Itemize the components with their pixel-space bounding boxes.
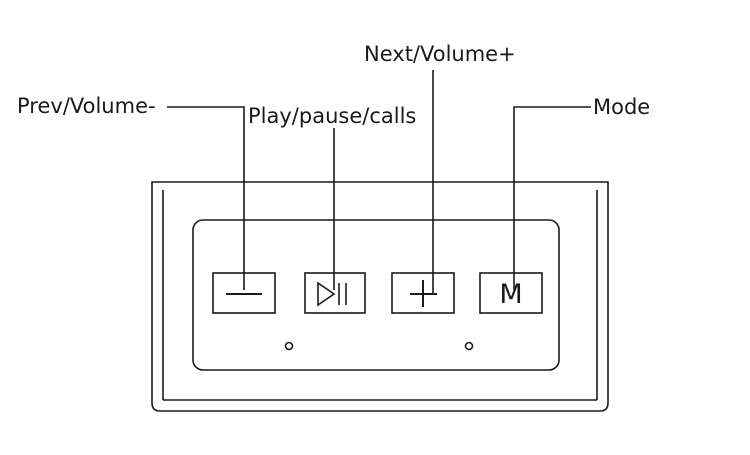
play-pause-label: Play/pause/calls [248,104,417,128]
play-pause-button[interactable] [304,272,366,314]
leader-line-mode [513,106,591,290]
mode-icon: M [499,279,522,310]
prev-volume-label: Prev/Volume- [17,94,156,118]
leader-line-prev [167,106,245,290]
plus-icon [410,280,437,307]
indicator-led-left [284,341,294,351]
play-pause-icon [317,281,347,307]
next-volume-button[interactable] [391,272,455,314]
indicator-led-right [464,341,474,351]
mode-button[interactable] [479,272,543,314]
speaker-body [151,181,609,412]
mode-label: Mode [593,95,651,119]
next-volume-label: Next/Volume+ [364,42,516,66]
control-panel [192,219,560,371]
